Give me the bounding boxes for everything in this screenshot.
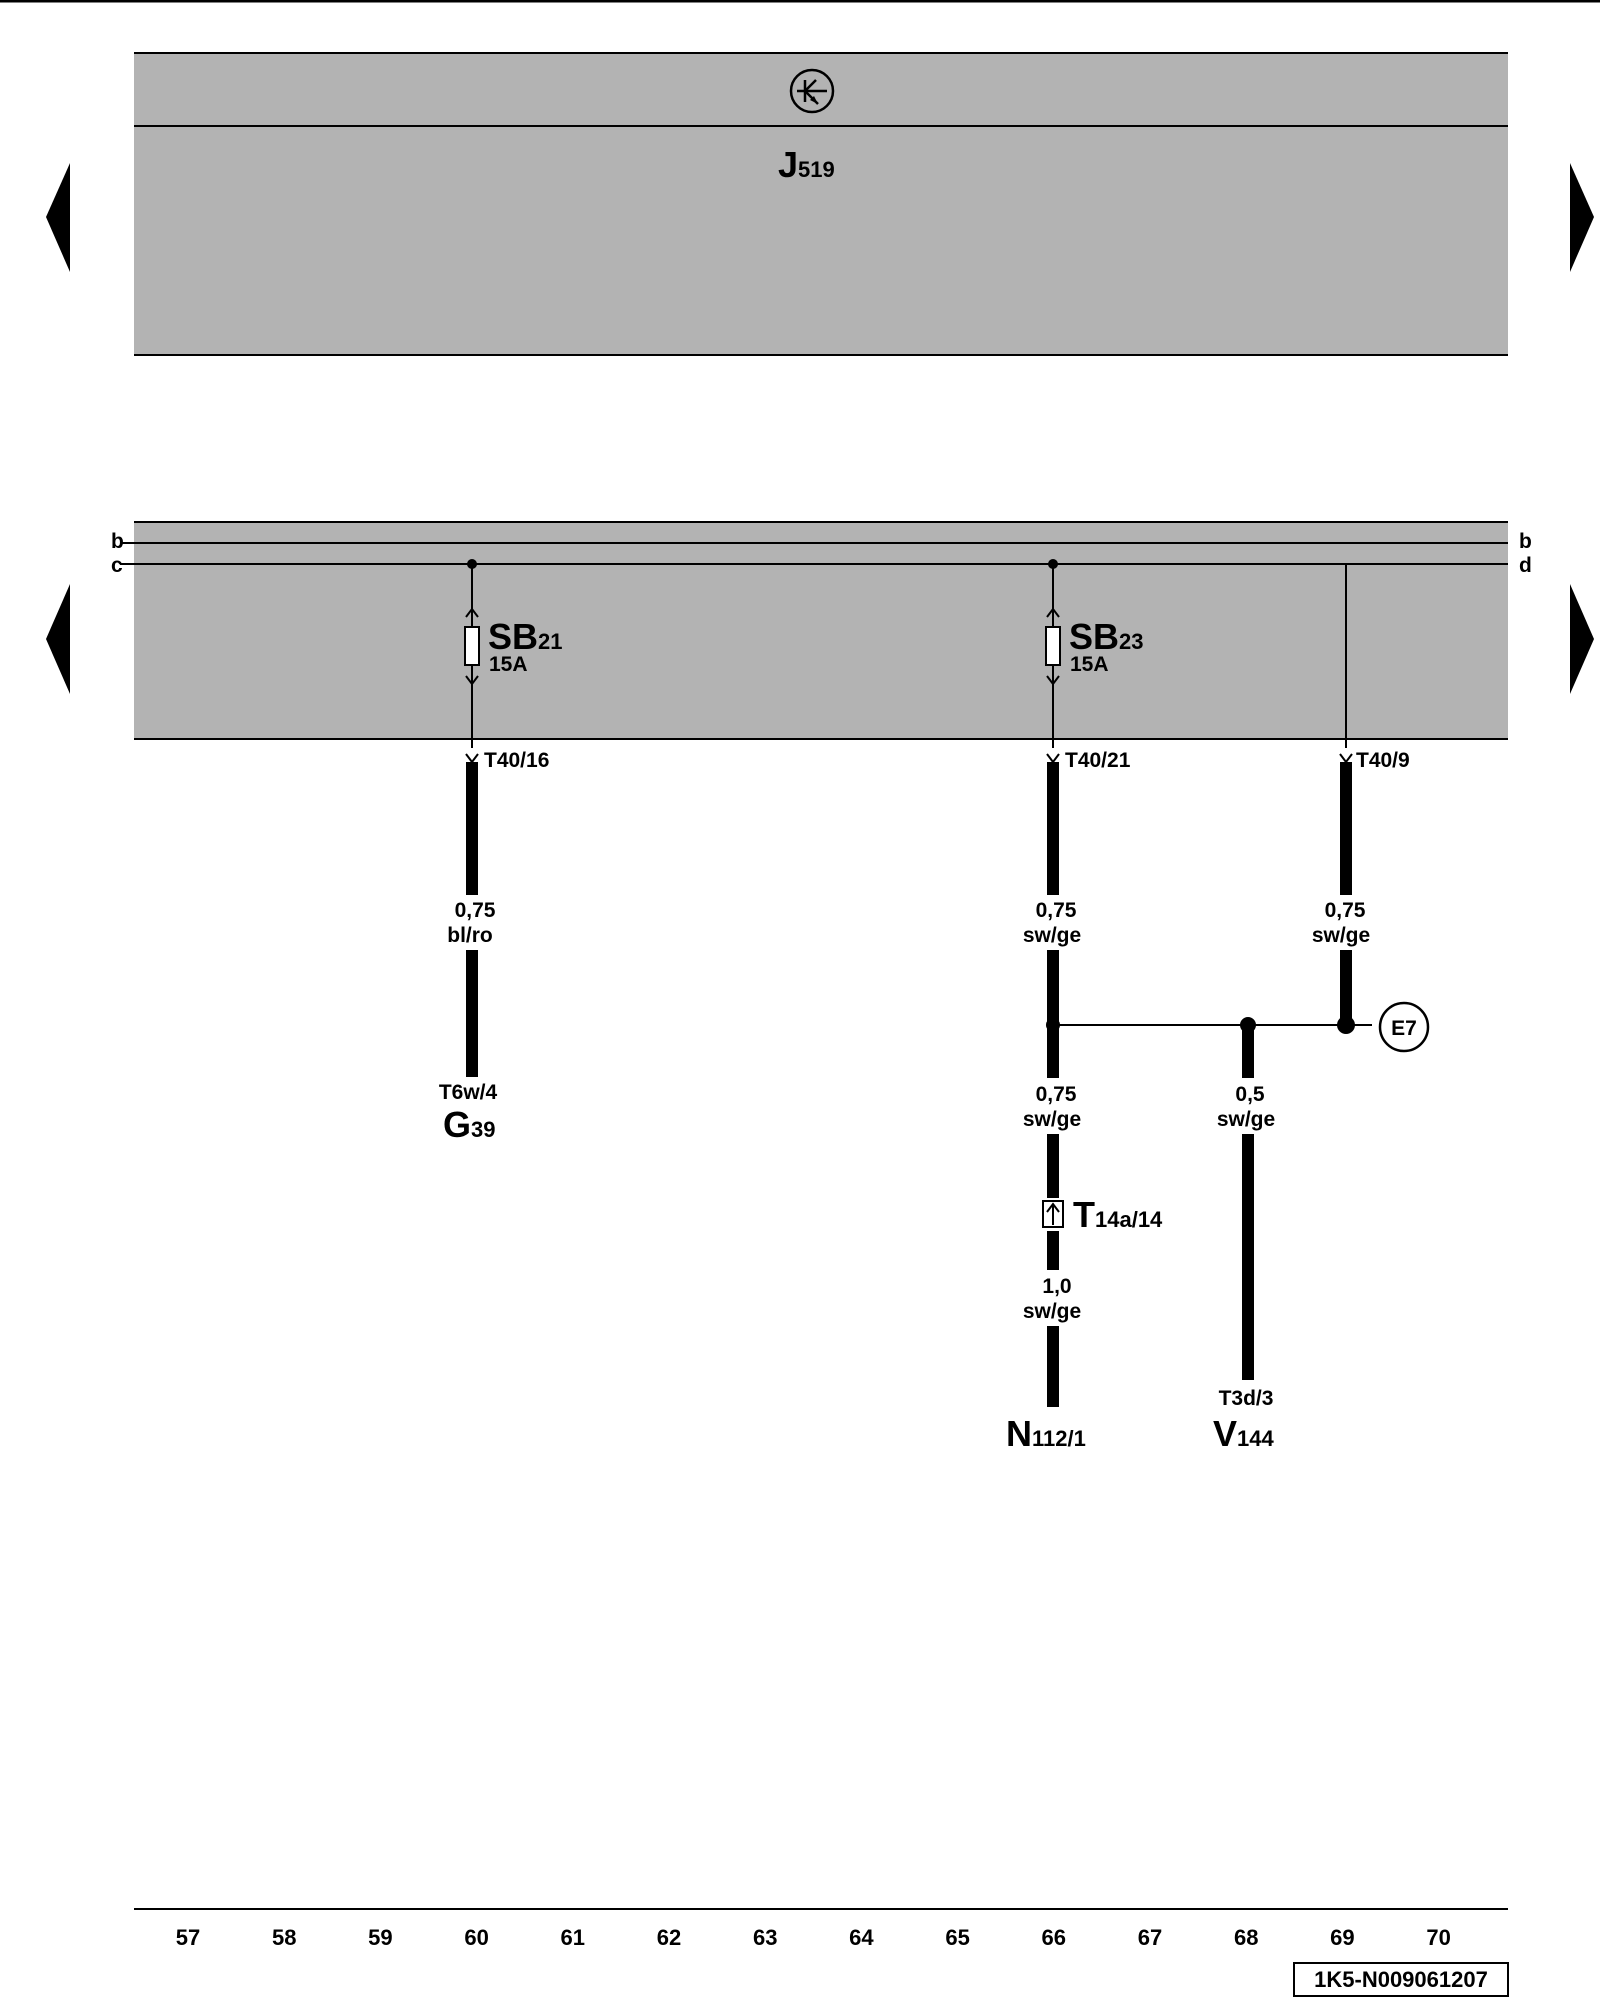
column-number: 69 bbox=[1330, 1925, 1354, 1950]
pin-arrow-t40-16 bbox=[465, 753, 479, 764]
fuse-sb23-label: SB23 bbox=[1069, 616, 1144, 657]
column-number: 65 bbox=[945, 1925, 969, 1950]
junction-dot bbox=[1337, 1016, 1355, 1034]
wire-size-label: 0,75 bbox=[1036, 899, 1077, 922]
wire-size-label: 1,0 bbox=[1042, 1275, 1071, 1298]
component-pin-label: T3d/3 bbox=[1219, 1387, 1274, 1410]
nav-right-top-icon[interactable] bbox=[1570, 163, 1594, 272]
column-number: 57 bbox=[176, 1925, 200, 1950]
wire-color-label: sw/ge bbox=[1312, 924, 1370, 947]
bus-label-left-b: b bbox=[111, 530, 124, 553]
pin-arrow-t40-21 bbox=[1046, 753, 1060, 764]
column-number: 62 bbox=[657, 1925, 681, 1950]
wire-size-label: 0,75 bbox=[1036, 1083, 1077, 1106]
column-number: 70 bbox=[1426, 1925, 1450, 1950]
connector-icon bbox=[1042, 1200, 1064, 1228]
wire-size-label: 0,5 bbox=[1235, 1083, 1265, 1106]
fuse-sb23 bbox=[1045, 564, 1061, 748]
fuse-sb23-rating: 15A bbox=[1070, 653, 1109, 676]
connector-label: T14a/14 bbox=[1073, 1194, 1163, 1235]
pin-label-t40-9: T40/9 bbox=[1356, 749, 1410, 772]
column-number: 63 bbox=[753, 1925, 777, 1950]
document-id-box bbox=[1293, 1962, 1509, 1997]
document-id: 1K5-N009061207 bbox=[1314, 1967, 1488, 1992]
column-number: 60 bbox=[464, 1925, 488, 1950]
fuse-sb21 bbox=[464, 564, 480, 748]
ground-connection-circle bbox=[1378, 1001, 1430, 1053]
column-number: 58 bbox=[272, 1925, 296, 1950]
nav-right-bottom-icon[interactable] bbox=[1570, 584, 1594, 694]
column-number: 64 bbox=[849, 1925, 874, 1950]
ground-connection-label: E7 bbox=[1391, 1017, 1417, 1040]
wire-color-label: sw/ge bbox=[1023, 1108, 1081, 1131]
pin-label-t40-16: T40/16 bbox=[484, 749, 549, 772]
column-number: 68 bbox=[1234, 1925, 1258, 1950]
component-label-n112: N112/1 bbox=[1006, 1413, 1086, 1454]
column-number: 61 bbox=[561, 1925, 585, 1950]
bus-label-right-b: b bbox=[1519, 530, 1532, 553]
component-pin-label: T6w/4 bbox=[439, 1081, 498, 1104]
column-number: 59 bbox=[368, 1925, 392, 1950]
nav-left-top-icon[interactable] bbox=[46, 163, 70, 272]
fuse-sb21-rating: 15A bbox=[489, 653, 528, 676]
bus-line-d bbox=[1345, 563, 1508, 748]
wire-color-label: sw/ge bbox=[1023, 1300, 1081, 1323]
control-unit-box bbox=[134, 52, 1508, 356]
column-number: 66 bbox=[1042, 1925, 1066, 1950]
bus-label-right-d: d bbox=[1519, 554, 1532, 577]
column-numbers: 57 58 59 60 61 62 63 64 65 66 67 68 69 70 bbox=[176, 1925, 1451, 1950]
electronic-control-unit-icon bbox=[789, 68, 835, 114]
wire-color-label: bl/ro bbox=[447, 924, 493, 947]
bus-label-left-c: c bbox=[111, 554, 123, 577]
pin-arrow-t40-9 bbox=[1339, 753, 1353, 764]
wire-color-label: sw/ge bbox=[1023, 924, 1081, 947]
wire-size-label: 0,75 bbox=[1325, 899, 1366, 922]
fuse-sb21-label: SB21 bbox=[488, 616, 563, 657]
wire-color-label: sw/ge bbox=[1217, 1108, 1275, 1131]
component-label-g39: G39 bbox=[443, 1104, 496, 1145]
column-number: 67 bbox=[1138, 1925, 1162, 1950]
nav-left-bottom-icon[interactable] bbox=[46, 584, 70, 694]
fuse-box bbox=[134, 521, 1508, 740]
junction-dot bbox=[1046, 1018, 1060, 1032]
wire-size-label: 0,75 bbox=[455, 899, 496, 922]
control-unit-label: J519 bbox=[778, 144, 835, 185]
component-label-v144: V144 bbox=[1213, 1413, 1274, 1454]
pin-label-t40-21: T40/21 bbox=[1065, 749, 1131, 772]
